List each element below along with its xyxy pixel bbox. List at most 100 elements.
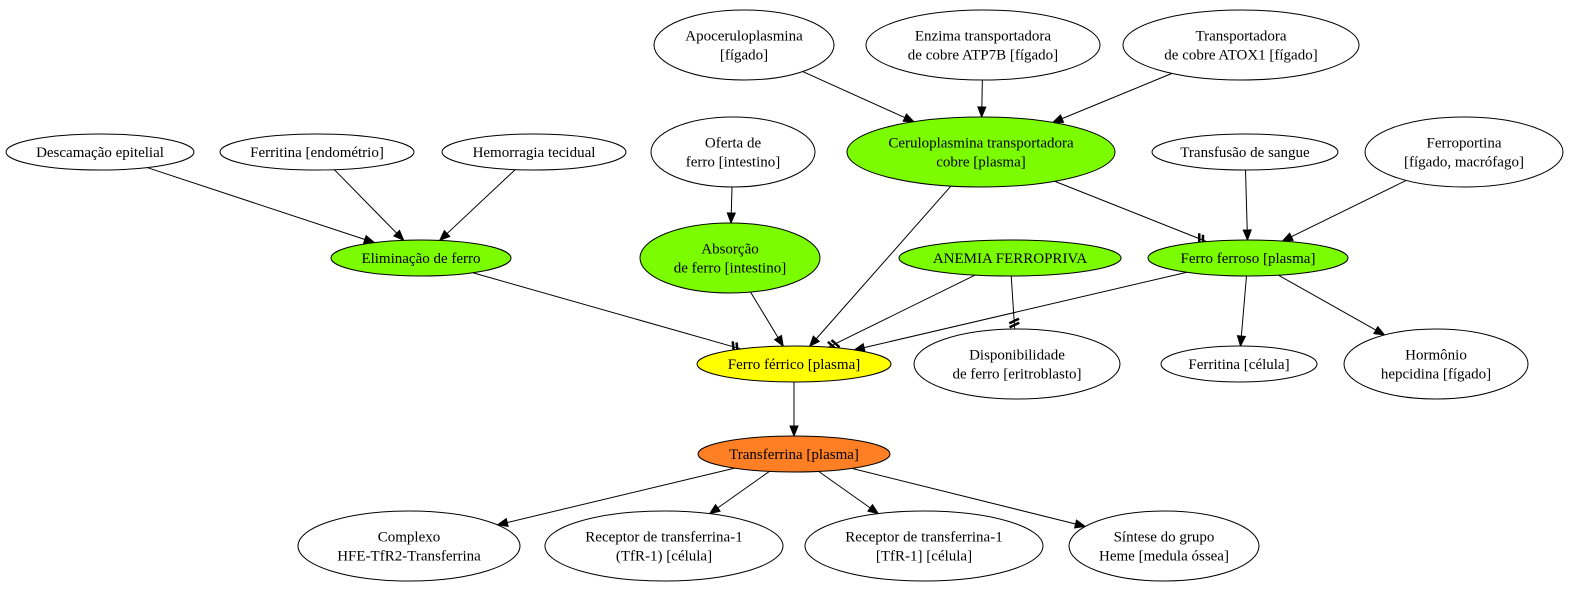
node-label: de cobre ATP7B [fígado] xyxy=(908,48,1058,64)
node-ellipse xyxy=(846,116,1116,188)
node-label: Hormônio xyxy=(1405,348,1467,364)
edges-layer xyxy=(146,71,1407,529)
node-ellipse xyxy=(696,345,892,383)
node-ellipse xyxy=(330,239,512,277)
arrowhead xyxy=(726,212,737,225)
node-eliminacao: Eliminação de ferro xyxy=(330,239,512,277)
node-ferritina-endometrio: Ferritina [endométrio] xyxy=(219,133,415,171)
edge-descamacao-to-eliminacao xyxy=(146,167,376,244)
node-label: Apoceruloplasmina xyxy=(685,29,803,45)
node-label: [TfR-1] [célula] xyxy=(876,549,972,565)
node-label: cobre [plasma] xyxy=(936,155,1026,171)
arrowhead xyxy=(496,517,509,528)
node-ellipse xyxy=(1160,345,1318,383)
node-label: ferro [intestino] xyxy=(686,155,781,171)
arrowhead xyxy=(977,106,987,119)
node-ellipse xyxy=(1122,9,1360,81)
node-label: Ferritina [endométrio] xyxy=(250,145,384,161)
node-label: Disponibilidade xyxy=(969,348,1065,364)
edge-transfusao-to-ferro_ferroso xyxy=(1242,169,1252,242)
edge-transferrina-to-complexo_hfe xyxy=(496,467,735,528)
node-label: Transportadora xyxy=(1195,29,1286,45)
edge-absorcao-to-ferro_ferrico xyxy=(750,291,784,348)
node-label: Transfusão de sangue xyxy=(1180,145,1310,161)
edge-transferrina-to-tfr1_b xyxy=(818,470,880,515)
node-ellipse xyxy=(650,116,816,188)
edge-ferritina_endometrio-to-eliminacao xyxy=(334,169,405,242)
node-ferroportina: Ferroportina [fígado, macrófago] xyxy=(1364,116,1564,188)
node-ellipse xyxy=(804,510,1044,582)
arrowhead xyxy=(902,113,916,123)
edge-anemia-to-disponibilidade xyxy=(1008,275,1020,330)
edge-transferrina-to-sintese_heme xyxy=(851,467,1087,529)
node-ellipse xyxy=(697,435,891,473)
node-label: Descamação epitelial xyxy=(36,145,164,161)
node-label: Ferro férrico [plasma] xyxy=(728,357,860,373)
arrowhead xyxy=(1073,519,1087,529)
node-transfusao: Transfusão de sangue xyxy=(1151,133,1339,171)
arrowhead xyxy=(392,229,405,242)
node-label: de ferro [eritroblasto] xyxy=(952,367,1081,383)
arrowhead xyxy=(867,503,880,515)
node-label: Heme [medula óssea] xyxy=(1099,549,1229,565)
edge-ceruloplasmina-to-ferro_ferrico xyxy=(808,185,952,348)
edge-oferta_ferro-to-absorcao xyxy=(726,186,737,225)
node-label: Ferro ferroso [plasma] xyxy=(1181,251,1316,267)
arrowhead xyxy=(362,234,376,244)
arrowhead xyxy=(1236,335,1247,348)
arrowhead xyxy=(789,425,799,438)
inhibition-mark xyxy=(1008,317,1020,329)
node-label: Transferrina [plasma] xyxy=(729,447,859,463)
node-ellipse xyxy=(865,9,1101,81)
node-label: Complexo xyxy=(378,530,441,546)
node-oferta-ferro: Oferta de ferro [intestino] xyxy=(650,116,816,188)
node-label: Hemorragia tecidual xyxy=(473,145,596,161)
node-tfr1-b: Receptor de transferrina-1[TfR-1] [célul… xyxy=(804,510,1044,582)
edge-hemorragia-to-eliminacao xyxy=(438,169,516,242)
node-ellipse xyxy=(898,239,1122,277)
node-descamacao: Descamação epitelial xyxy=(5,133,195,171)
node-label: [fígado, macrófago] xyxy=(1404,155,1524,171)
node-label: Ceruloplasmina transportadora xyxy=(888,136,1074,152)
node-ellipse xyxy=(5,133,195,171)
node-label: HFE-TfR2-Transferrina xyxy=(337,549,481,565)
node-label: Eliminação de ferro xyxy=(361,251,480,267)
edge-ferroportina-to-ferro_ferroso xyxy=(1281,179,1407,242)
node-ellipse xyxy=(1343,328,1529,400)
arrowhead xyxy=(438,229,451,242)
node-label: hepcidina [fígado] xyxy=(1381,367,1491,383)
edge-transferrina-to-tfr1_a xyxy=(708,470,770,515)
node-hemorragia: Hemorragia tecidual xyxy=(441,133,627,171)
nodes-layer: Apoceruloplasmina[fígado] Enzima transpor… xyxy=(5,9,1564,582)
node-ellipse xyxy=(1364,116,1564,188)
node-label: ANEMIA FERROPRIVA xyxy=(933,251,1088,267)
node-ellipse xyxy=(441,133,627,171)
node-label: Oferta de xyxy=(705,136,762,152)
edge-ferro_ferrico-to-transferrina xyxy=(789,382,799,438)
arrowhead xyxy=(1281,232,1294,242)
node-ferritina-celula: Ferritina [célula] xyxy=(1160,345,1318,383)
node-disponibilidade: Disponibilidade de ferro [eritroblasto] xyxy=(913,328,1121,400)
node-apoceruloplasmina: Apoceruloplasmina[fígado] xyxy=(653,9,835,81)
arrowhead xyxy=(708,503,721,515)
node-transferrina: Transferrina [plasma] xyxy=(697,435,891,473)
node-ellipse xyxy=(653,9,835,81)
node-anemia: ANEMIA FERROPRIVA xyxy=(898,239,1122,277)
node-label: Síntese do grupo xyxy=(1114,530,1215,546)
node-ellipse xyxy=(913,328,1121,400)
node-label: Receptor de transferrina-1 xyxy=(585,530,742,546)
node-ellipse xyxy=(544,510,784,582)
arrowhead xyxy=(1242,229,1252,242)
node-label: Ferroportina xyxy=(1427,136,1502,152)
edge-ferro_ferroso-to-ferritina_celula xyxy=(1236,275,1247,348)
node-ellipse xyxy=(297,510,521,582)
node-ellipse xyxy=(639,222,821,294)
arrowhead xyxy=(1373,325,1386,336)
node-hepcidina: Hormônio hepcidina [fígado] xyxy=(1343,328,1529,400)
node-label: (TfR-1) [célula] xyxy=(616,549,712,565)
